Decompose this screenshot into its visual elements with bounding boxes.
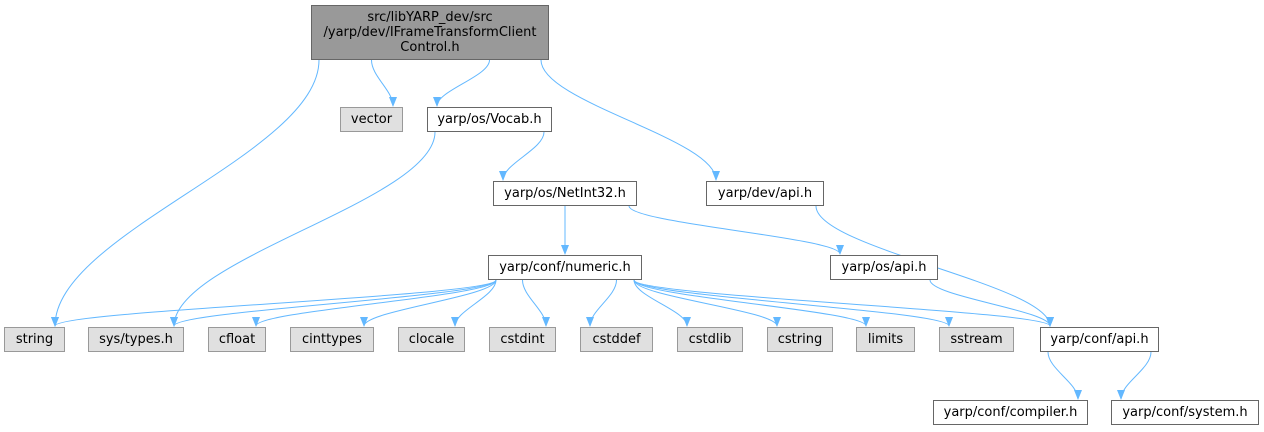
edge-numeric-to-clocale <box>451 279 497 327</box>
edge-numeric-to-cstdint <box>522 279 550 327</box>
root-file-node: src/libYARP_dev/src /yarp/dev/IFrameTran… <box>311 5 549 60</box>
edge-numeric-to-conf_api <box>633 279 1054 327</box>
cinttypes-label: cinttypes <box>302 331 362 347</box>
dev-api-label: yarp/dev/api.h <box>717 185 813 201</box>
cstddef-label: cstddef <box>592 331 641 347</box>
edge-layer <box>51 59 1152 400</box>
system-label: yarp/conf/system.h <box>1122 404 1248 420</box>
edge-conf_api-to-system <box>1117 351 1152 400</box>
numeric-label: yarp/conf/numeric.h <box>499 259 631 275</box>
edge-numeric-to-cinttypes <box>360 279 497 327</box>
cstdlib-label: cstdlib <box>688 331 732 347</box>
edge-conf_api-to-compiler <box>1047 351 1082 400</box>
limits-label: limits <box>867 331 904 347</box>
string-label: string <box>15 331 54 347</box>
edge-root-to-string <box>51 59 320 327</box>
edge-root-to-dev_api <box>540 59 720 181</box>
edge-numeric-to-sstream <box>633 279 953 327</box>
dev-api-node[interactable]: yarp/dev/api.h <box>706 181 824 206</box>
edge-numeric-to-cstdlib <box>633 279 691 327</box>
edge-numeric-to-cfloat <box>252 279 497 327</box>
edge-root-to-vector <box>371 59 397 107</box>
sstream-label: sstream <box>950 331 1003 347</box>
compiler-node[interactable]: yarp/conf/compiler.h <box>933 400 1088 425</box>
cstring-node: cstring <box>767 327 833 352</box>
compiler-label: yarp/conf/compiler.h <box>943 404 1078 420</box>
system-node[interactable]: yarp/conf/system.h <box>1111 400 1259 425</box>
vocab-node[interactable]: yarp/os/Vocab.h <box>427 107 552 132</box>
edge-netint32-to-os_api <box>628 205 844 255</box>
vector-label: vector <box>350 111 393 127</box>
conf-api-node[interactable]: yarp/conf/api.h <box>1040 327 1159 352</box>
edge-numeric-to-limits <box>633 279 870 327</box>
cfloat-label: cfloat <box>218 331 256 347</box>
cstddef-node: cstddef <box>580 327 653 352</box>
limits-node: limits <box>856 327 915 352</box>
clocale-node: clocale <box>398 327 465 352</box>
edge-numeric-to-sys_types <box>170 279 497 327</box>
sys-types-label: sys/types.h <box>99 331 173 347</box>
edge-numeric-to-cstddef <box>586 279 617 327</box>
clocale-label: clocale <box>408 331 455 347</box>
sys-types-node: sys/types.h <box>88 327 184 352</box>
cstring-label: cstring <box>777 331 823 347</box>
edge-numeric-to-cstring <box>633 279 781 327</box>
vector-node: vector <box>340 107 403 132</box>
edge-os_api-to-conf_api <box>929 279 1054 327</box>
numeric-node[interactable]: yarp/conf/numeric.h <box>488 255 642 280</box>
cstdint-label: cstdint <box>500 331 545 347</box>
cstdint-node: cstdint <box>489 327 556 352</box>
edge-root-to-vocab <box>433 59 490 107</box>
conf-api-label: yarp/conf/api.h <box>1050 331 1149 347</box>
os-api-node[interactable]: yarp/os/api.h <box>830 255 938 280</box>
cstdlib-node: cstdlib <box>677 327 743 352</box>
edge-numeric-to-string <box>51 279 497 327</box>
edge-vocab-to-sys_types <box>170 131 436 327</box>
netint32-label: yarp/os/NetInt32.h <box>504 185 626 201</box>
cfloat-node: cfloat <box>208 327 266 352</box>
vocab-label: yarp/os/Vocab.h <box>437 111 542 127</box>
edge-vocab-to-netint32 <box>499 131 545 181</box>
os-api-label: yarp/os/api.h <box>841 259 927 275</box>
string-node: string <box>4 327 65 352</box>
cinttypes-node: cinttypes <box>290 327 374 352</box>
netint32-node[interactable]: yarp/os/NetInt32.h <box>493 181 637 206</box>
sstream-node: sstream <box>939 327 1014 352</box>
root-file-label: src/libYARP_dev/src /yarp/dev/IFrameTran… <box>323 10 537 55</box>
